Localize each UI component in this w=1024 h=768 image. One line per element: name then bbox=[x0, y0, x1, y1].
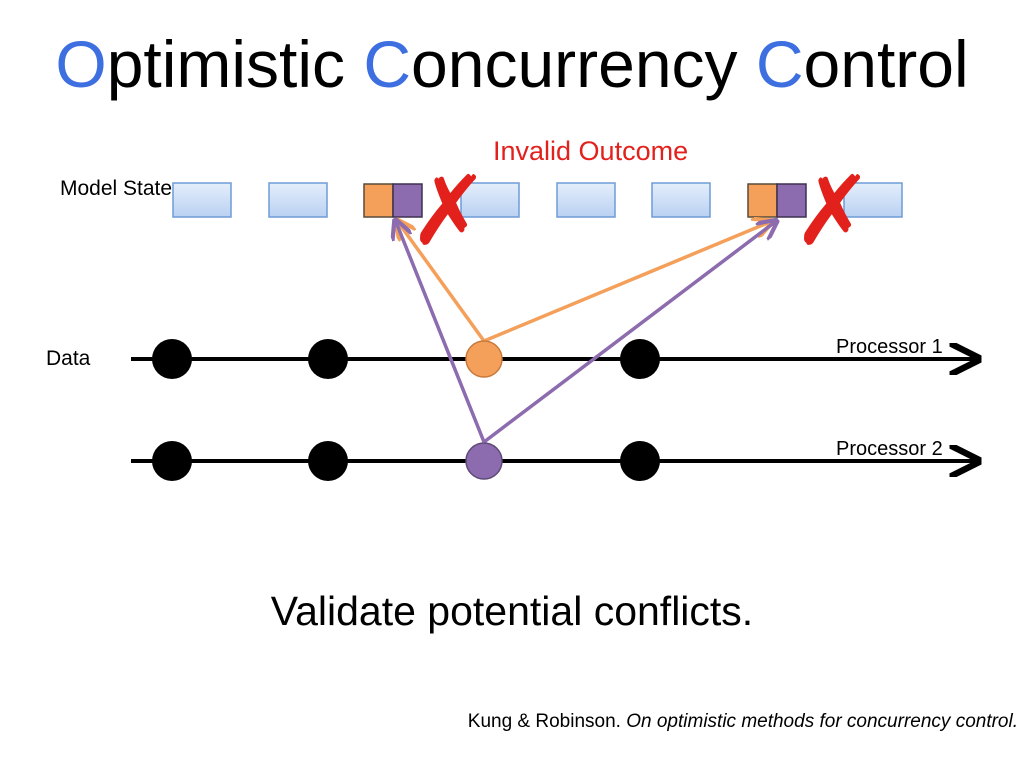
state-box bbox=[556, 182, 616, 218]
orange-arrow bbox=[483, 222, 770, 343]
data-point bbox=[620, 339, 660, 379]
state-box-orange-half bbox=[747, 183, 778, 218]
processor-1-label: Processor 1 bbox=[836, 336, 943, 358]
state-box bbox=[651, 182, 711, 218]
data-point bbox=[308, 339, 348, 379]
citation-title: On optimistic methods for concurrency co… bbox=[626, 711, 1018, 732]
state-box bbox=[460, 182, 520, 218]
invalid-outcome-label: Invalid Outcome bbox=[493, 136, 689, 166]
state-box-purple-half bbox=[776, 183, 807, 218]
title-part: oncurrency bbox=[411, 27, 756, 101]
citation-authors: Kung & Robinson. bbox=[467, 711, 627, 732]
purple-arrow bbox=[396, 222, 486, 443]
data-point bbox=[620, 441, 660, 481]
title-part: C bbox=[755, 27, 804, 101]
state-box-orange-half bbox=[363, 183, 394, 218]
model-state-label: Model State bbox=[60, 177, 173, 200]
state-box bbox=[268, 182, 328, 218]
conflict-x-mark: ✗ bbox=[409, 155, 489, 267]
conflict-x-mark: ✗ bbox=[793, 155, 873, 267]
data-label: Data bbox=[46, 347, 91, 370]
title-part: O bbox=[55, 27, 107, 101]
data-point-purple bbox=[465, 442, 503, 480]
slide-caption: Validate potential conflicts. bbox=[270, 588, 754, 634]
data-point bbox=[308, 441, 348, 481]
state-box-purple-half bbox=[392, 183, 423, 218]
citation: Kung & Robinson. On optimistic methods f… bbox=[420, 710, 1018, 734]
data-point bbox=[152, 441, 192, 481]
processor-2-label: Processor 2 bbox=[836, 438, 943, 460]
title-part: ontrol bbox=[803, 27, 969, 101]
title-part: ptimistic bbox=[106, 27, 364, 101]
state-box bbox=[172, 182, 232, 218]
state-box bbox=[843, 182, 903, 218]
purple-arrow bbox=[482, 222, 775, 444]
orange-arrow bbox=[398, 222, 486, 343]
title-part: C bbox=[363, 27, 412, 101]
data-point bbox=[152, 339, 192, 379]
data-point-orange bbox=[465, 340, 503, 378]
slide-title: Optimistic Concurrency Control bbox=[0, 22, 1024, 106]
